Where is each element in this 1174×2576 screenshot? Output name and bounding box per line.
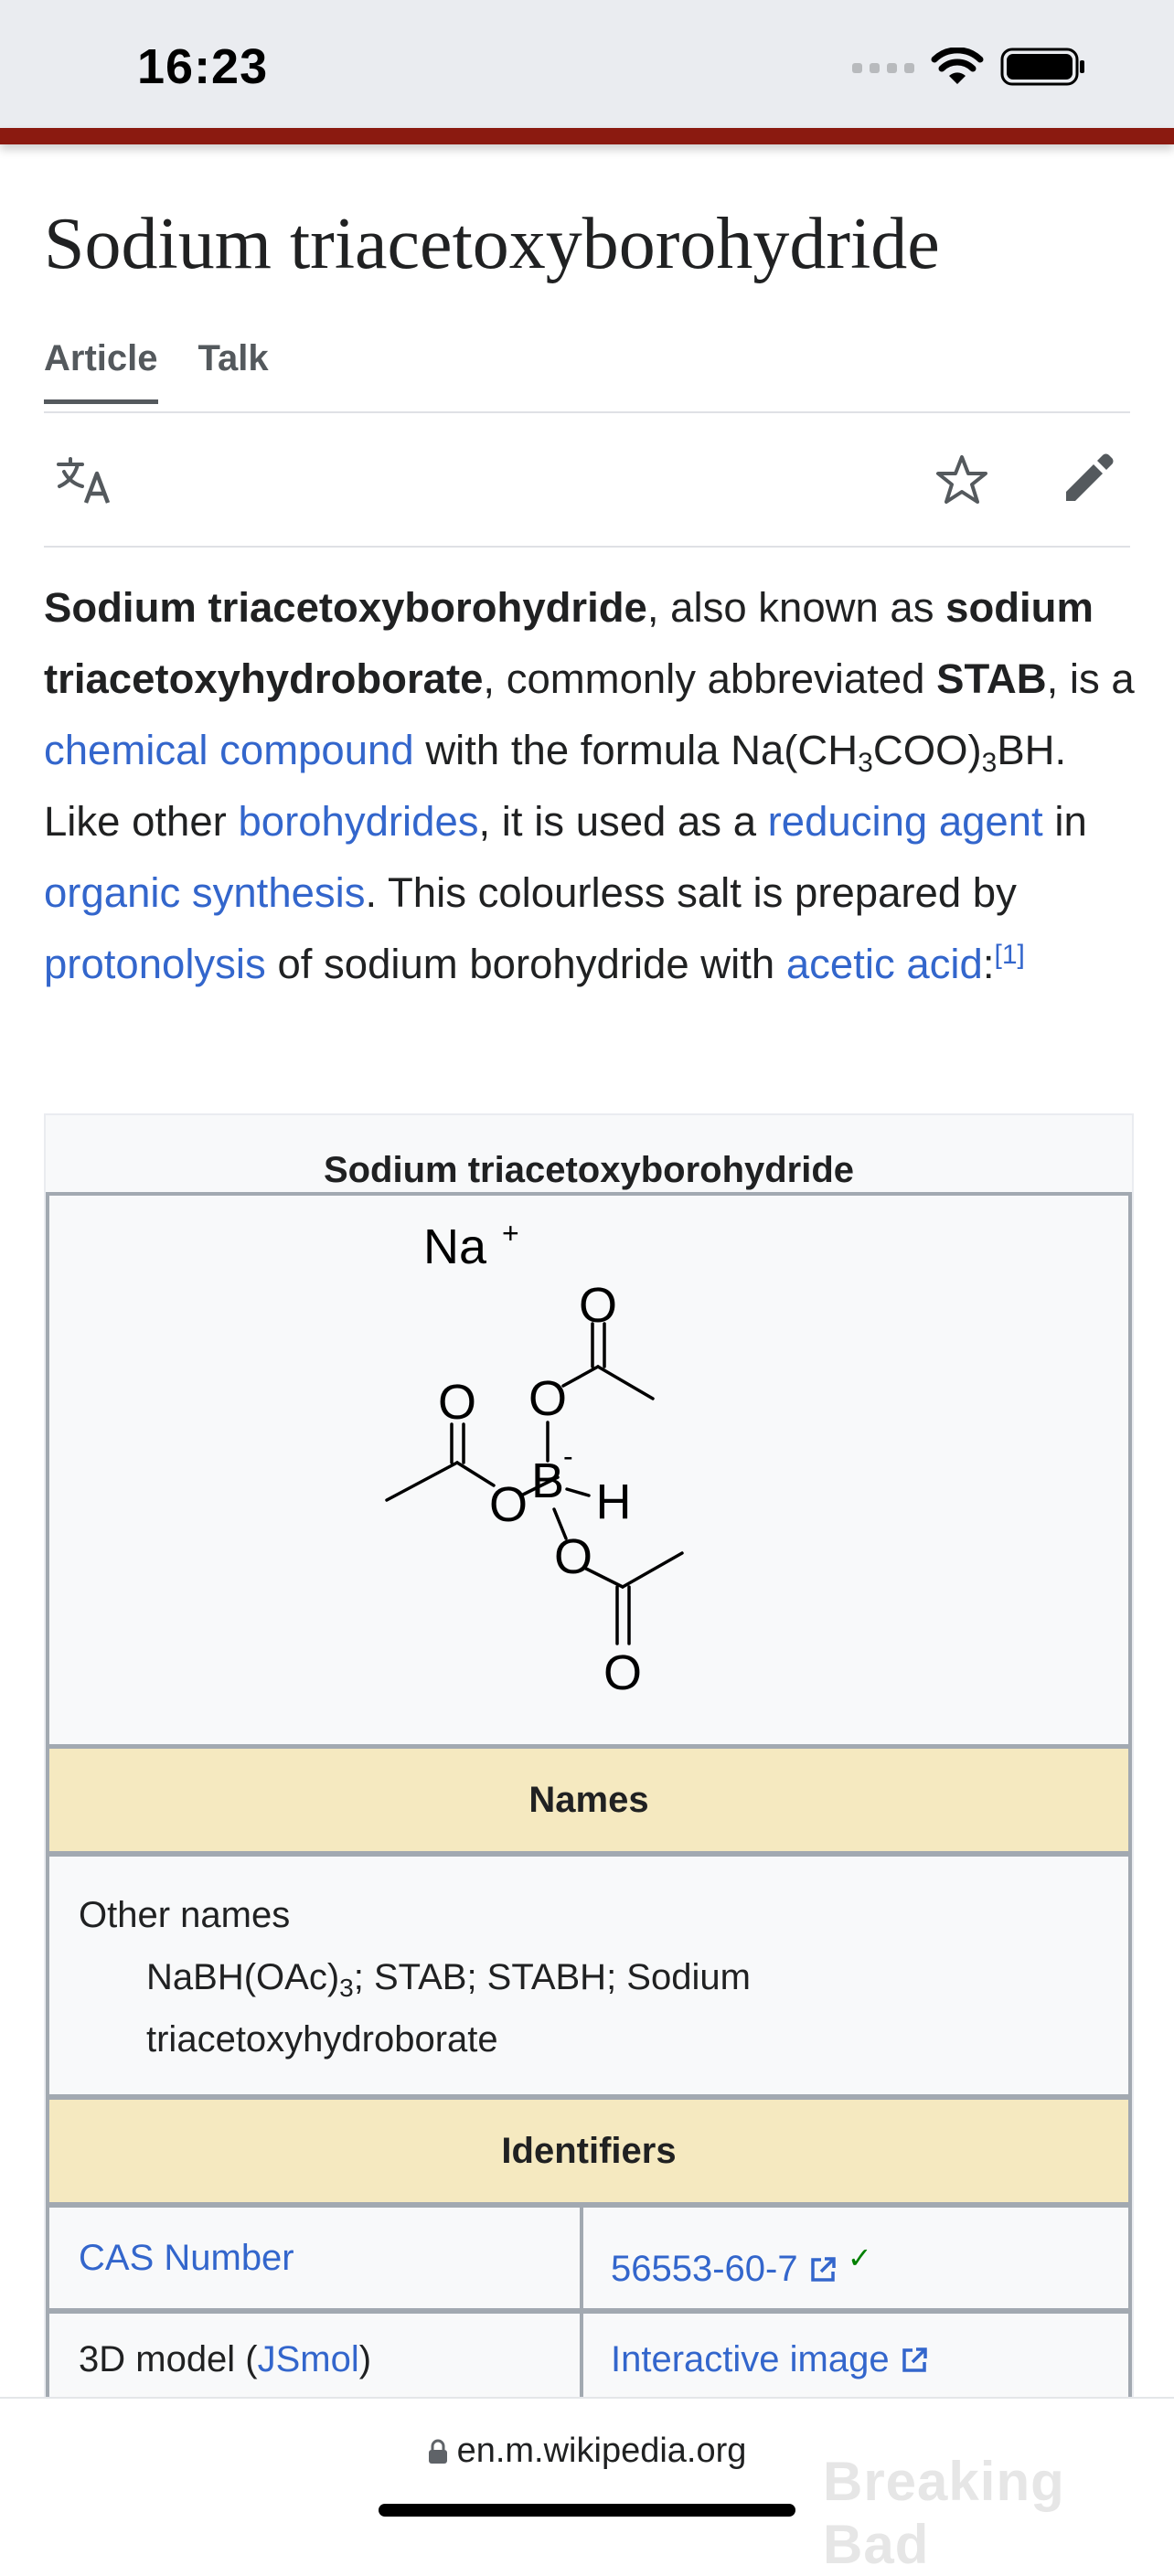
lead-bold-abbr: STAB (936, 655, 1047, 702)
jsmol-link[interactable]: JSmol (257, 2339, 359, 2379)
link-protonolysis[interactable]: protonolysis (44, 941, 266, 987)
o-label: O (528, 1371, 567, 1426)
lock-icon (428, 2439, 447, 2464)
link-acetic-acid[interactable]: acetic acid (785, 941, 983, 987)
browser-url-bar[interactable]: en.m.wikipedia.org (0, 2397, 1174, 2541)
lead-bold-name: Sodium triacetoxyborohydride (44, 584, 647, 631)
lead-text: of sodium borohydride with (265, 941, 786, 987)
other-names-value: NaBH(OAc)3; STAB; STABH; Sodium triaceto… (79, 1946, 1099, 2070)
lead-subscript: 3 (858, 748, 873, 778)
other-names-text: NaBH(OAc) (146, 1957, 340, 1997)
other-names-subscript: 3 (339, 1974, 354, 2002)
translate-icon[interactable] (55, 455, 115, 506)
tabs-divider (44, 411, 1130, 413)
infobox-caption: Sodium triacetoxyborohydride (323, 1150, 855, 1190)
molecule-structure: Na + O O O O B - H O O (385, 1217, 684, 1700)
page-title: Sodium triacetoxyborohydride (44, 204, 940, 284)
o-label: O (579, 1278, 617, 1333)
home-indicator[interactable] (379, 2504, 795, 2517)
wifi-icon (931, 48, 984, 84)
identifiers-header: Identifiers (46, 2098, 1132, 2206)
lead-paragraph: Sodium triacetoxyborohydride, also known… (44, 572, 1141, 1000)
other-names-text: ; STAB; STABH; Sodium triacetoxyhydrobor… (146, 1957, 751, 2060)
3d-model-label: ) (358, 2339, 372, 2379)
link-organic-synthesis[interactable]: organic synthesis (44, 869, 366, 916)
reference-1[interactable]: [1] (994, 940, 1025, 970)
na-label: Na (423, 1219, 487, 1274)
o-label: O (489, 1477, 528, 1532)
names-header: Names (46, 1747, 1132, 1855)
3d-model-label: 3D model ( (79, 2339, 258, 2379)
header-accent-bar (0, 128, 1174, 144)
lead-text: with the formula Na(CH (413, 727, 859, 773)
minus-label: - (563, 1440, 573, 1473)
link-borohydrides[interactable]: borohydrides (238, 798, 479, 845)
lead-subscript: 3 (981, 748, 998, 778)
other-names-cell: Other names NaBH(OAc)3; STAB; STABH; Sod… (46, 1855, 1132, 2098)
h-label: H (596, 1474, 632, 1529)
status-bar: 16:23 (0, 0, 1174, 128)
other-names-label: Other names (79, 1895, 291, 1935)
o-label: O (438, 1375, 476, 1430)
lead-text: . This colourless salt is prepared by (365, 869, 1017, 916)
link-chemical-compound[interactable]: chemical compound (44, 727, 414, 773)
lead-text: BH. Like other (44, 727, 1067, 845)
lead-text: COO) (872, 727, 982, 773)
battery-icon (1000, 48, 1084, 86)
lead-text: , also known as (646, 584, 946, 631)
infobox-row-3d-model: 3D model (JSmol) Interactive image (46, 2312, 1132, 2409)
lead-bold-alt: sodium triacetoxyhydroborate (44, 584, 1094, 702)
url-text: en.m.wikipedia.org (456, 2432, 747, 2470)
o-label: O (554, 1529, 592, 1584)
status-icons (852, 48, 1086, 86)
interactive-image-link[interactable]: Interactive image (611, 2339, 890, 2379)
cas-value-link[interactable]: 56553-60-7 (611, 2249, 798, 2289)
infobox-row-cas: CAS Number 56553-60-7 ✓ (46, 2206, 1132, 2312)
edit-pencil-icon[interactable] (1061, 452, 1115, 506)
b-label: B (531, 1453, 564, 1508)
star-icon[interactable] (934, 453, 989, 506)
lead-text: , commonly abbreviated (483, 655, 937, 702)
external-link-icon[interactable] (900, 2346, 929, 2375)
page-tabs: Article Talk (44, 338, 269, 404)
infobox: Sodium triacetoxyborohydride (44, 1113, 1134, 2411)
signal-icon (852, 63, 914, 73)
verified-check-icon: ✓ (847, 2241, 872, 2274)
tab-talk[interactable]: Talk (197, 338, 269, 378)
cas-number-link[interactable]: CAS Number (79, 2238, 294, 2278)
lead-text: , is a (1046, 655, 1135, 702)
lead-text: : (982, 941, 995, 987)
watermark: Breaking Bad (823, 2451, 1065, 2575)
link-reducing-agent[interactable]: reducing agent (767, 798, 1043, 845)
lead-text: , it is used as a (478, 798, 768, 845)
lead-text: in (1042, 798, 1087, 845)
status-time: 16:23 (137, 39, 269, 94)
o-label: O (603, 1645, 642, 1700)
url-display[interactable]: en.m.wikipedia.org (0, 2432, 1174, 2471)
toolbar-divider (44, 546, 1130, 548)
external-link-icon[interactable] (808, 2255, 838, 2284)
structure-image[interactable]: Na + O O O O B - H O O (46, 1192, 1132, 1747)
plus-label: + (502, 1217, 519, 1250)
tab-article[interactable]: Article (44, 338, 158, 404)
